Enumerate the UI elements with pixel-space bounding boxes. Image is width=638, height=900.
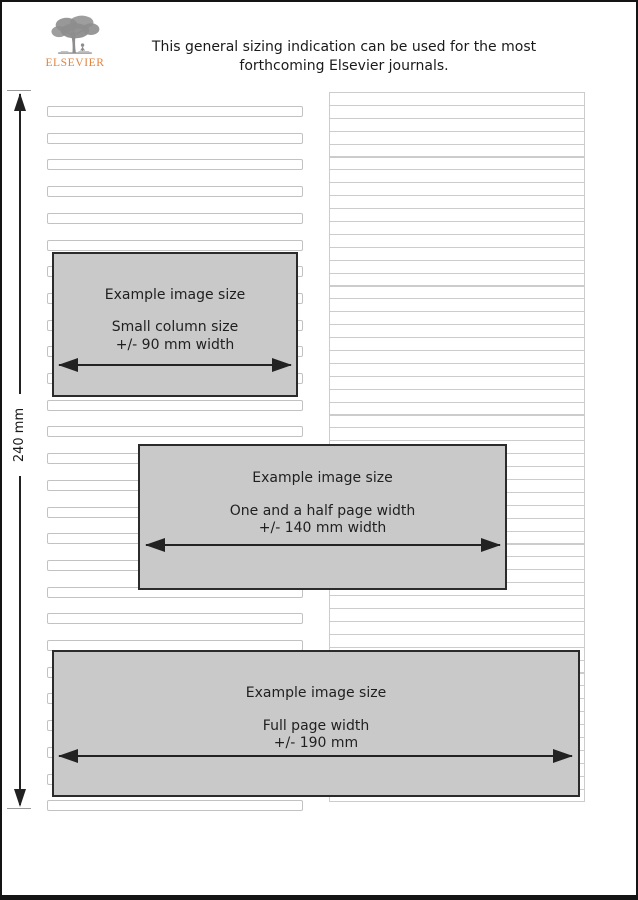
placeholder-text-line bbox=[329, 285, 585, 300]
placeholder-text-line bbox=[329, 169, 585, 184]
placeholder-text-line bbox=[329, 246, 585, 261]
placeholder-text-line bbox=[329, 221, 585, 235]
placeholder-text-line bbox=[47, 800, 303, 812]
width-arrow-icon bbox=[58, 749, 573, 763]
placeholder-text-line bbox=[329, 156, 585, 171]
example-box-heading: Example image size bbox=[252, 470, 393, 486]
elsevier-wordmark: ELSEVIER bbox=[45, 57, 105, 69]
placeholder-text-line bbox=[329, 143, 585, 158]
placeholder-text-line bbox=[329, 233, 585, 248]
placeholder-text-line bbox=[47, 399, 303, 411]
example-box-width-label: +/- 190 mm bbox=[273, 735, 359, 751]
elsevier-logo: ELSEVIER bbox=[45, 14, 105, 69]
example-box-size-name: Full page width bbox=[262, 718, 370, 734]
vertical-arrow-line-lower bbox=[19, 476, 21, 805]
arrow-down-icon bbox=[14, 789, 26, 807]
placeholder-text-line bbox=[47, 239, 303, 251]
placeholder-text-line bbox=[329, 595, 585, 609]
vertical-dimension-label: 240 mm bbox=[12, 403, 28, 467]
placeholder-text-line bbox=[329, 259, 585, 274]
placeholder-text-line bbox=[329, 633, 585, 648]
placeholder-text-line bbox=[47, 186, 303, 198]
placeholder-text-line bbox=[329, 350, 585, 364]
placeholder-text-line bbox=[47, 426, 303, 438]
placeholder-text-line bbox=[329, 362, 585, 377]
example-box-width-label: +/- 140 mm width bbox=[258, 520, 387, 536]
placeholder-text-line bbox=[329, 182, 585, 197]
placeholder-text-line bbox=[47, 613, 303, 625]
example-box-heading: Example image size bbox=[245, 685, 387, 701]
placeholder-text-line bbox=[329, 414, 585, 429]
placeholder-text-line bbox=[329, 104, 585, 119]
placeholder-text-line bbox=[47, 106, 303, 117]
placeholder-text-line bbox=[329, 117, 585, 132]
width-arrow-icon bbox=[58, 358, 292, 372]
example-box-full-page: Example image size Full page width +/- 1… bbox=[52, 650, 580, 797]
page-title-line1: This general sizing indication can be us… bbox=[151, 39, 537, 55]
width-arrow-icon bbox=[145, 538, 501, 552]
placeholder-text-line bbox=[329, 272, 585, 287]
vertical-arrow-line-upper bbox=[19, 94, 21, 394]
placeholder-text-line bbox=[329, 427, 585, 442]
placeholder-text-line bbox=[329, 311, 585, 326]
placeholder-text-line bbox=[329, 195, 585, 210]
placeholder-text-line bbox=[329, 130, 585, 145]
dimension-tick-bottom bbox=[7, 808, 31, 809]
placeholder-text-line bbox=[329, 620, 585, 635]
example-box-size-name: Small column size bbox=[111, 319, 239, 335]
example-box-small-column: Example image size Small column size +/-… bbox=[52, 252, 298, 397]
placeholder-text-line bbox=[329, 608, 585, 622]
placeholder-text-line bbox=[47, 159, 303, 171]
example-box-size-name: One and a half page width bbox=[229, 503, 416, 519]
page-title-line2: forthcoming Elsevier journals. bbox=[239, 58, 449, 74]
placeholder-text-line bbox=[329, 375, 585, 390]
placeholder-text-line bbox=[329, 208, 585, 222]
placeholder-text-line bbox=[329, 337, 585, 351]
placeholder-text-line bbox=[329, 401, 585, 416]
placeholder-text-line bbox=[329, 388, 585, 403]
example-box-heading: Example image size bbox=[104, 287, 246, 303]
elsevier-tree-icon bbox=[51, 15, 100, 54]
placeholder-text-line bbox=[329, 298, 585, 313]
example-box-width-label: +/- 90 mm width bbox=[115, 337, 235, 353]
placeholder-text-line bbox=[329, 324, 585, 339]
placeholder-text-line bbox=[329, 92, 585, 106]
example-box-one-and-half-page: Example image size One and a half page w… bbox=[138, 444, 507, 590]
page-title: This general sizing indication can be us… bbox=[132, 38, 556, 76]
placeholder-text-line bbox=[47, 212, 303, 224]
placeholder-text-line bbox=[47, 132, 303, 144]
dimension-tick-top bbox=[7, 90, 31, 91]
